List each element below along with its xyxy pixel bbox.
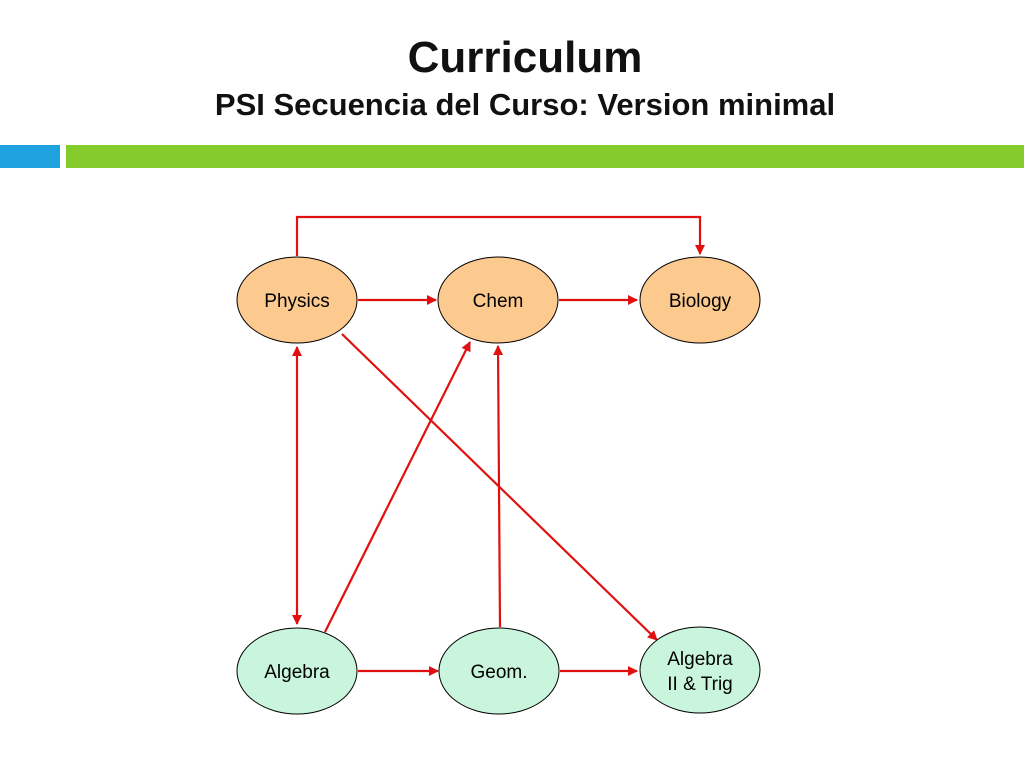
node-algebra2-label-line1: Algebra bbox=[667, 649, 733, 670]
node-algebra2-trig: Algebra II & Trig bbox=[639, 626, 761, 714]
node-algebra: Algebra bbox=[236, 627, 358, 715]
node-biology: Biology bbox=[639, 256, 761, 344]
node-geom: Geom. bbox=[438, 627, 560, 715]
slide-subtitle: PSI Secuencia del Curso: Version minimal bbox=[214, 87, 836, 122]
arrow-physics-to-biology bbox=[295, 215, 705, 256]
node-algebra2-label-line2: II & Trig bbox=[667, 674, 732, 695]
slide-title: Curriculum bbox=[407, 33, 643, 82]
node-geom-label: Geom. bbox=[470, 662, 527, 683]
node-physics-label: Physics bbox=[264, 291, 329, 312]
node-chem: Chem bbox=[437, 256, 559, 344]
slide-title-block: Curriculum PSI Secuencia del Curso: Vers… bbox=[0, 30, 1024, 124]
node-physics: Physics bbox=[236, 256, 358, 344]
node-chem-label: Chem bbox=[473, 291, 524, 312]
arrow-algebra-to-chem bbox=[324, 341, 471, 633]
arrow-physics-to-algebra2 bbox=[341, 333, 658, 641]
node-algebra-label: Algebra bbox=[264, 662, 330, 683]
node-biology-label: Biology bbox=[669, 291, 732, 312]
accent-bar-blue bbox=[0, 145, 60, 168]
accent-bar-green bbox=[66, 145, 1024, 168]
